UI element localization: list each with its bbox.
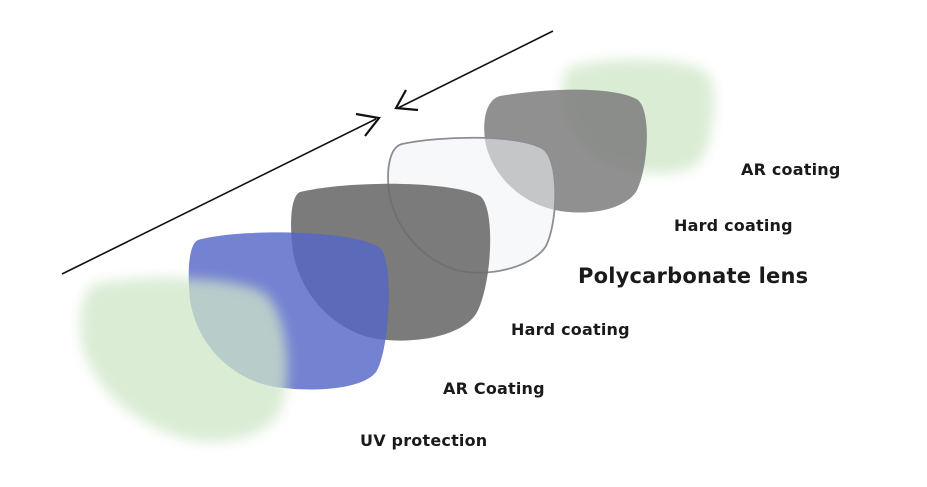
label-polycarbonate-lens: Polycarbonate lens bbox=[578, 264, 809, 288]
arrow-front-to-back bbox=[61, 112, 381, 275]
label-uv-protection: UV protection bbox=[360, 431, 488, 450]
label-ar-coating-back: AR coating bbox=[741, 160, 841, 179]
lens-shape-uv-protection bbox=[80, 277, 288, 442]
label-hard-coating-front: Hard coating bbox=[511, 320, 630, 339]
label-ar-coating-front: AR Coating bbox=[443, 379, 545, 398]
label-hard-coating-back: Hard coating bbox=[674, 216, 793, 235]
arrow-back-to-front bbox=[394, 30, 554, 112]
